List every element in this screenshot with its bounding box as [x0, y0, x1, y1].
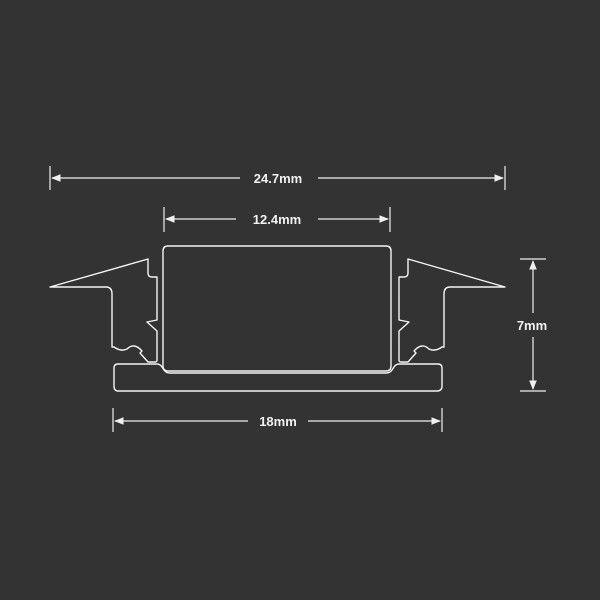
- dimension-overall-width: 24.7mm: [49, 166, 506, 190]
- aluminium-profile-outline: [49, 245, 506, 392]
- profile-inner-channel: [162, 245, 392, 372]
- profile-right-wing: [398, 258, 506, 363]
- overall-width-label: 24.7mm: [254, 171, 302, 186]
- inner-width-label: 12.4mm: [253, 212, 301, 227]
- dimension-height: 7mm: [517, 258, 547, 392]
- profile-outer-contour: [49, 258, 443, 392]
- dimension-base-width: 18mm: [112, 408, 443, 432]
- dimension-inner-width: 12.4mm: [163, 207, 391, 232]
- height-label: 7mm: [517, 318, 547, 333]
- base-width-label: 18mm: [259, 414, 297, 429]
